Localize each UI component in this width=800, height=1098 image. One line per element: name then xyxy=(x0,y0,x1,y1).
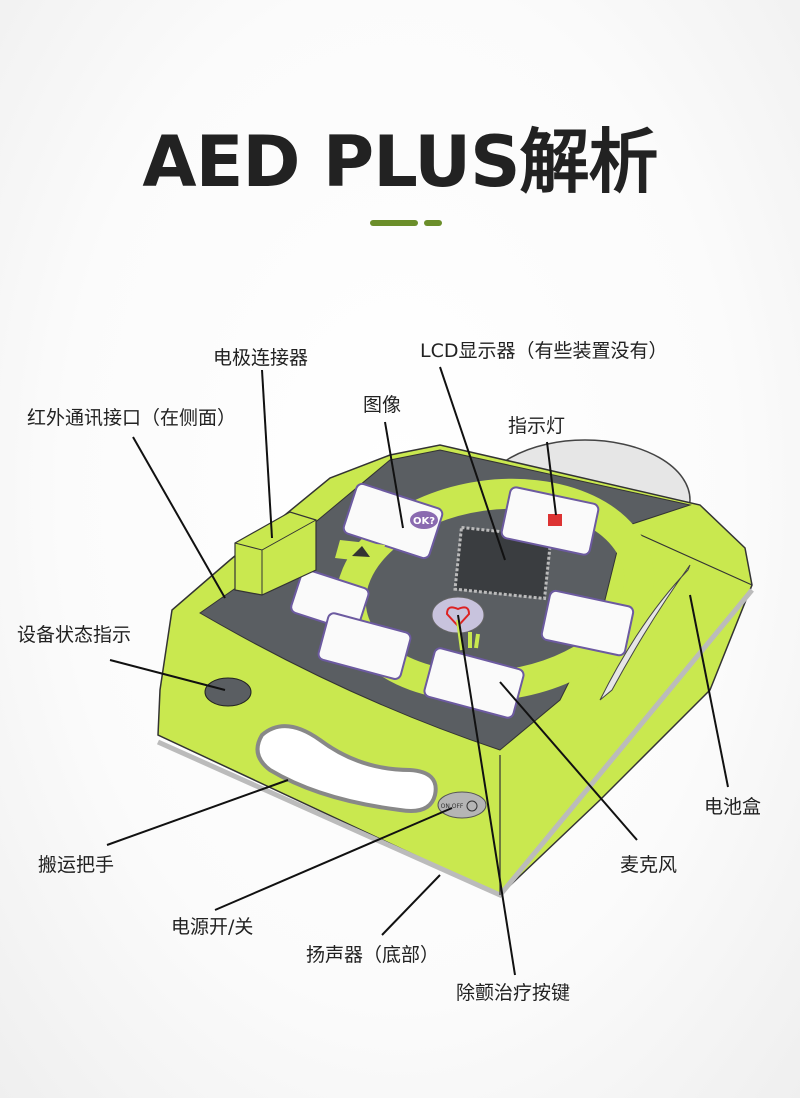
card-attach-pads xyxy=(540,589,635,657)
card-stand-clear xyxy=(423,647,525,719)
label-handle: 搬运把手 xyxy=(38,854,115,876)
connector-top xyxy=(234,519,317,595)
power-text: ON OFF xyxy=(441,803,464,810)
divider-short xyxy=(424,220,442,226)
leader-lines xyxy=(106,366,729,976)
label-indicator-light: 指示灯 xyxy=(508,415,566,437)
ok-text: OK? xyxy=(413,516,435,527)
card-check-response xyxy=(342,482,444,560)
label-power: 电源开/关 xyxy=(171,916,254,938)
electrode-connector xyxy=(234,511,317,596)
label-microphone: 麦克风 xyxy=(620,854,678,876)
label-electrode-connector: 电极连接器 xyxy=(213,347,309,369)
divider-long xyxy=(370,220,418,226)
body-side-face xyxy=(499,526,753,895)
picto-cards xyxy=(290,482,635,719)
label-image: 图像 xyxy=(363,394,402,416)
arrow-up-icon xyxy=(352,546,370,557)
ok-bubble xyxy=(410,511,438,529)
label-speaker: 扬声器（底部） xyxy=(306,944,440,966)
heart-icon xyxy=(445,606,471,628)
label-lcd: LCD显示器（有些装置没有） xyxy=(420,340,668,362)
label-shock-button: 除颤治疗按键 xyxy=(456,982,571,1004)
status-indicator xyxy=(204,677,252,707)
label-battery-box: 电池盒 xyxy=(704,796,762,818)
label-status-indicator: 设备状态指示 xyxy=(17,624,132,646)
page-title: AED PLUS解析 xyxy=(142,121,658,203)
carry-handle[interactable] xyxy=(255,724,438,813)
power-button[interactable] xyxy=(437,791,487,819)
battery-slot xyxy=(599,564,691,701)
label-ir-port: 红外通讯接口（在侧面） xyxy=(27,407,237,429)
card-airway xyxy=(290,568,370,633)
power-icon xyxy=(466,800,478,812)
red-cross-icon xyxy=(548,514,562,526)
card-cpr xyxy=(317,612,412,680)
